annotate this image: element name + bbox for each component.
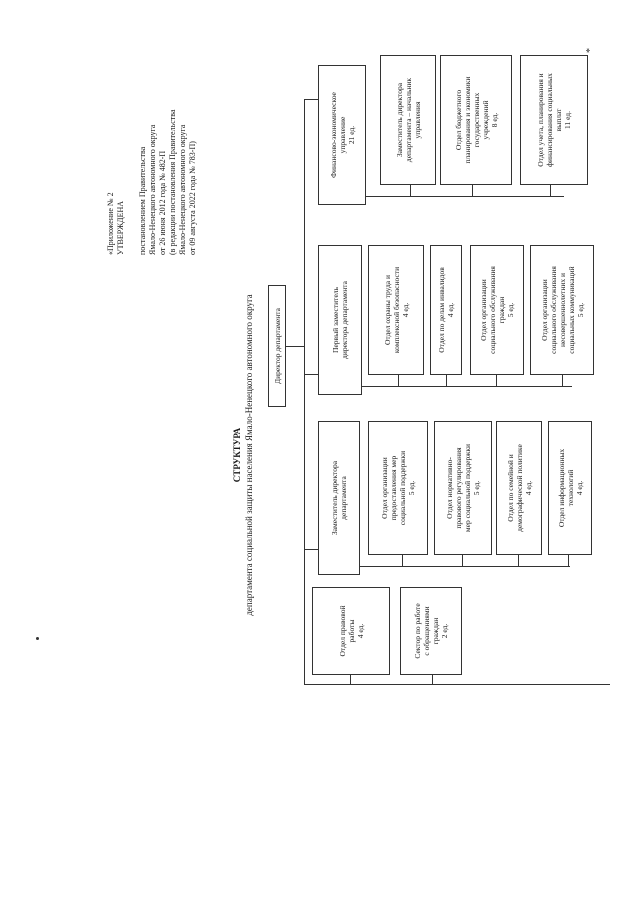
connector bbox=[446, 375, 447, 387]
connector bbox=[550, 185, 551, 197]
connector bbox=[304, 99, 318, 100]
first-deputy-unit-box: Отдел охраны труда и комплексной безопас… bbox=[368, 245, 424, 375]
first-deputy-unit-box: Отдел по делам инвалидов 4 ед. bbox=[430, 245, 462, 375]
finance-unit-box: Отдел учета, планирования и финансирован… bbox=[520, 55, 588, 185]
connector bbox=[410, 185, 411, 197]
deputy-unit-box: Отдел информационных технологий 4 ед. bbox=[548, 421, 592, 555]
connector bbox=[462, 555, 463, 567]
connector bbox=[304, 549, 318, 550]
connector bbox=[360, 566, 570, 567]
legal-unit-box: Отдел правовой работы 4 ед. bbox=[312, 587, 390, 675]
connector bbox=[362, 386, 572, 387]
deputy-unit-box: Отдел нормативно- правового регулировани… bbox=[434, 421, 492, 555]
approval-line-4: Ямало-Ненецкого автономного округа bbox=[148, 124, 157, 255]
asterisk-mark: * bbox=[585, 48, 596, 53]
approval-line-3: постановлением Правительства bbox=[138, 146, 147, 255]
connector bbox=[432, 675, 433, 685]
approval-line-8: от 09 августа 2022 года № 783-П) bbox=[188, 141, 197, 255]
finance-unit-box: Заместитель директора департамента – нач… bbox=[380, 55, 436, 185]
connector bbox=[286, 346, 304, 347]
scan-speck bbox=[36, 637, 39, 640]
approval-line-2: УТВЕРЖДЕНА bbox=[116, 200, 125, 255]
connector bbox=[472, 185, 473, 197]
first-deputy-unit-box: Отдел организации социального обслуживан… bbox=[470, 245, 524, 375]
connector bbox=[398, 375, 399, 387]
deputy-director-box: Заместитель директора департамента bbox=[318, 421, 360, 575]
finance-unit-box: Отдел бюджетного планирования и экономик… bbox=[440, 55, 512, 185]
connector bbox=[496, 375, 497, 387]
deputy-unit-box: Отдел организации предоставления мер соц… bbox=[368, 421, 428, 555]
page-subtitle: департамента социальной защиты населения… bbox=[244, 294, 254, 616]
connector bbox=[366, 196, 564, 197]
first-deputy-unit-box: Отдел организации социального обслуживан… bbox=[530, 245, 594, 375]
appeals-unit-box: Сектор по работе с обращениями граждан 2… bbox=[400, 587, 462, 675]
connector bbox=[304, 374, 318, 375]
deputy-unit-box: Отдел по семейной и демографической поли… bbox=[496, 421, 542, 555]
approval-line-7: Ямало-Ненецкого автономного округа bbox=[178, 124, 187, 255]
first-deputy-box: Первый заместитель директора департамент… bbox=[318, 245, 362, 395]
page-title: СТРУКТУРА bbox=[232, 427, 242, 483]
director-box: Директор департамента bbox=[268, 285, 286, 407]
connector bbox=[518, 555, 519, 567]
approval-line-5: от 26 июня 2012 года № 482-П bbox=[158, 150, 167, 255]
connector bbox=[568, 555, 569, 567]
approval-line-6: (в редакции постановления Правительства bbox=[168, 109, 177, 256]
connector bbox=[304, 100, 305, 685]
connector bbox=[562, 375, 563, 387]
connector bbox=[402, 555, 403, 567]
connector bbox=[350, 675, 351, 685]
approval-line-1: «Приложение № 2 bbox=[106, 192, 115, 255]
finance-department-box: Финансово-экономическое управление 21 ед… bbox=[318, 65, 366, 205]
